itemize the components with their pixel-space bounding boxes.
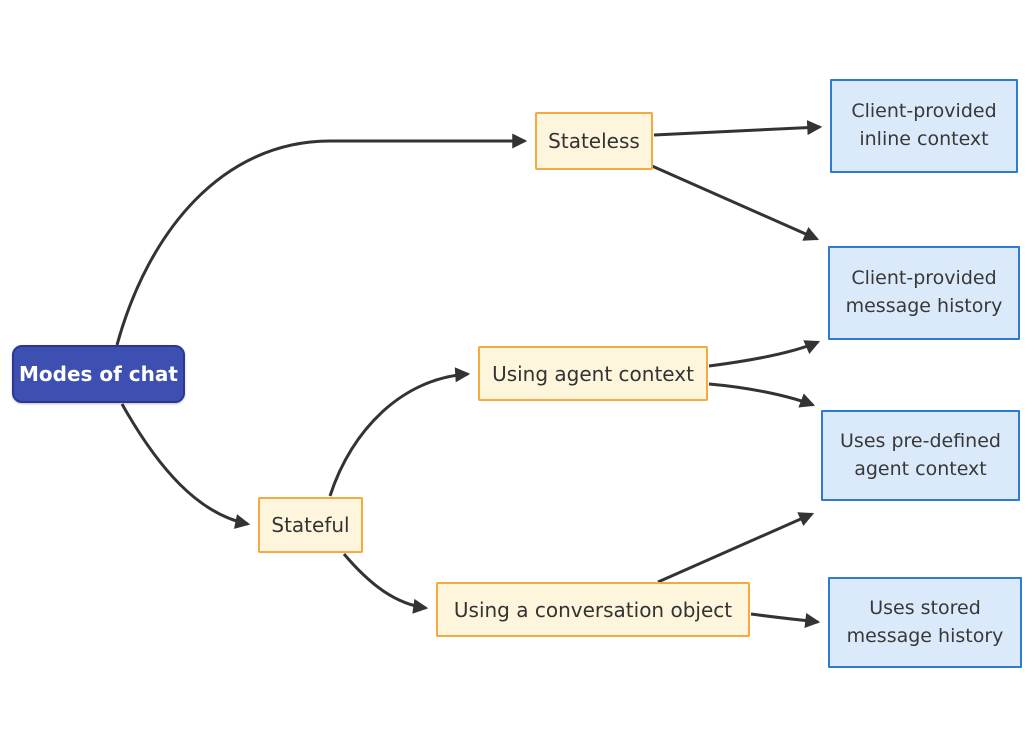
edge-stateful-to-using-agent-context: [328, 367, 471, 497]
node-label-client-inline-context: Client-provided inline context: [851, 100, 997, 150]
edge-modes-of-chat-to-stateless: [115, 133, 528, 346]
edge-conversation-object-to-stored-message-history: [750, 612, 821, 628]
node-stored-message-history: Uses stored message history: [828, 577, 1022, 668]
node-label-modes-of-chat: Modes of chat: [19, 362, 178, 386]
edges-group: [115, 120, 823, 628]
edge-using-agent-context-to-client-message-history: [708, 340, 821, 368]
node-label-stateless: Stateless: [548, 129, 640, 153]
node-modes-of-chat: Modes of chat: [12, 345, 185, 403]
node-client-message-history: Client-provided message history: [828, 246, 1020, 340]
edge-stateless-to-client-inline-context: [653, 120, 823, 137]
node-client-inline-context: Client-provided inline context: [830, 79, 1018, 173]
node-label-stored-message-history: Uses stored message history: [846, 596, 1004, 647]
node-conversation-object: Using a conversation object: [436, 582, 750, 637]
node-label-using-agent-context: Using agent context: [492, 361, 694, 386]
node-pre-defined-agent-context: Uses pre-defined agent context: [821, 410, 1020, 501]
edge-stateful-to-conversation-object: [342, 553, 429, 614]
node-label-pre-defined-agent-context: Uses pre-defined agent context: [840, 429, 1001, 480]
node-label-conversation-object: Using a conversation object: [453, 597, 733, 622]
edge-stateless-to-client-message-history: [651, 164, 820, 241]
node-using-agent-context: Using agent context: [478, 346, 708, 401]
edge-using-agent-context-to-pre-defined-agent-context: [708, 382, 816, 408]
node-stateful: Stateful: [258, 497, 363, 553]
node-stateless: Stateless: [535, 112, 653, 170]
node-label-stateful: Stateful: [271, 513, 350, 537]
edge-modes-of-chat-to-stateful: [120, 403, 251, 529]
edge-conversation-object-to-pre-defined-agent-context: [657, 512, 815, 584]
node-label-client-message-history: Client-provided message history: [845, 267, 1003, 317]
